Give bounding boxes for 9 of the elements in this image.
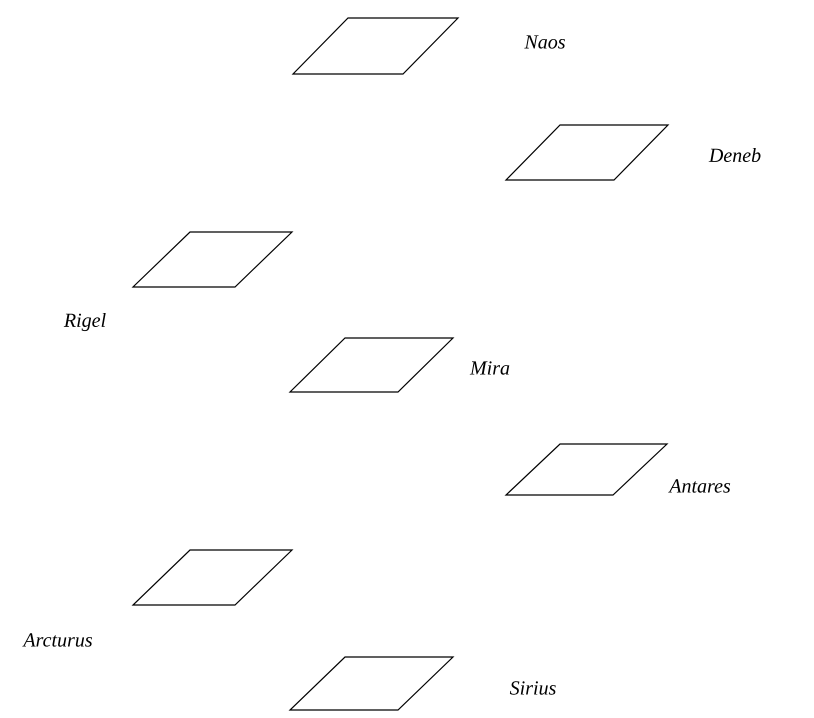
node-label: Mira — [470, 361, 510, 375]
labeled-parallelogram: Rigel — [64, 231, 294, 332]
node-label: Naos — [524, 35, 565, 49]
node-label: Arcturus — [22, 633, 92, 647]
node-label: Sirius — [510, 681, 556, 695]
node-label: Deneb — [708, 148, 760, 162]
node-label: Antares — [668, 479, 730, 493]
labeled-parallelogram: Arcturus — [22, 549, 294, 647]
node-label: Rigel — [64, 312, 106, 332]
